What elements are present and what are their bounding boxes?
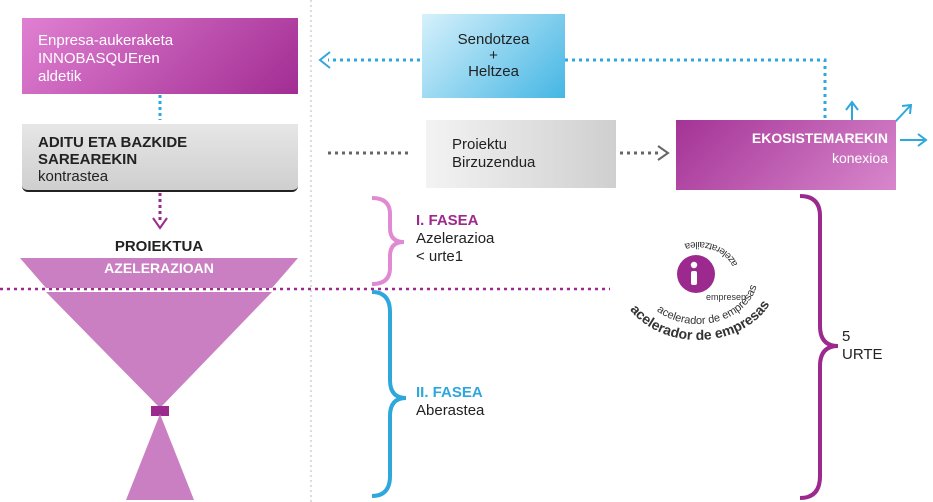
arrow-right-grey-icon bbox=[657, 145, 670, 161]
accelerator-logo: acelerador de empresas acelerador de emp… bbox=[628, 239, 773, 343]
phase1-brace bbox=[371, 196, 405, 286]
logo-i-icon bbox=[677, 255, 715, 293]
arrow-down-icon bbox=[152, 217, 168, 230]
phase1-line2: < urte1 bbox=[416, 248, 464, 265]
phase1-line1: Azelerazioa bbox=[416, 230, 495, 247]
ecosystem-title: EKOSISTEMAREKIN bbox=[751, 130, 888, 146]
consolidate-text: Sendotzea + Heltzea bbox=[457, 31, 530, 80]
expert-box: ADITU ETA BAZKIDE SAREAREKIN kontrastea bbox=[22, 124, 298, 192]
ecosystem-subtitle: konexioa bbox=[831, 150, 888, 166]
expert-title: ADITU ETA BAZKIDE SAREAREKIN bbox=[38, 134, 188, 168]
total-duration: 5 URTE bbox=[842, 328, 883, 363]
logo-inner-small: empresen bbox=[706, 292, 746, 302]
funnel-band-label: AZELERAZIOAN bbox=[104, 260, 214, 276]
selection-text: Enpresa-aukeraketa INNOBASQUEren aldetik bbox=[38, 32, 174, 85]
consolidate-box: Sendotzea + Heltzea bbox=[422, 14, 565, 98]
selection-box: Enpresa-aukeraketa INNOBASQUEren aldetik bbox=[22, 18, 298, 94]
funnel-base bbox=[126, 414, 194, 500]
arrow-left-icon bbox=[318, 51, 331, 69]
project-box: Proiektu Birzuzendua bbox=[426, 120, 616, 188]
total-brace bbox=[799, 194, 839, 500]
funnel-top bbox=[20, 258, 298, 288]
phase2-title: II. FASEA bbox=[416, 384, 483, 401]
funnel-body bbox=[46, 292, 272, 408]
funnel-neck bbox=[151, 406, 169, 416]
phase2-brace bbox=[371, 290, 407, 498]
funnel-title: PROIEKTUA bbox=[114, 238, 204, 255]
project-text: Proiektu Birzuzendua bbox=[452, 136, 536, 171]
expert-subtitle: kontrastea bbox=[38, 168, 109, 185]
phase2-line1: Aberastea bbox=[416, 402, 485, 419]
ecosystem-box: EKOSISTEMAREKIN konexioa bbox=[676, 120, 896, 190]
phase1-title: I. FASEA bbox=[416, 212, 479, 229]
